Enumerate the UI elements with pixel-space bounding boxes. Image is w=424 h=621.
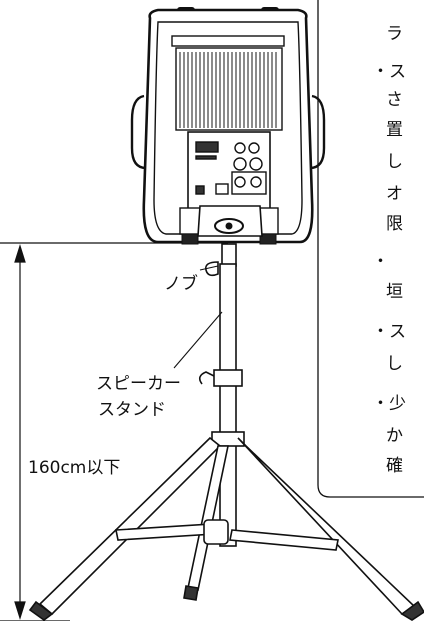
stand-label-line1: スピーカー <box>96 374 181 394</box>
note-line-1: ラ <box>386 24 403 44</box>
note-line-12: ・少 <box>372 394 406 414</box>
stand-knob <box>204 243 237 277</box>
note-line-9: 垣 <box>386 282 403 302</box>
knob-label: ノブ <box>164 274 198 294</box>
notes-callout-frame <box>317 0 424 498</box>
note-line-11: し <box>386 354 403 374</box>
speaker-grille <box>179 52 277 128</box>
note-line-4: 置 <box>386 120 403 140</box>
speaker-connectors <box>195 141 267 195</box>
stand-pole <box>198 263 245 547</box>
note-line-8: ・ <box>372 252 389 272</box>
note-line-7: 限 <box>386 214 403 234</box>
note-line-6: オ <box>386 184 403 204</box>
note-line-13: か <box>386 426 403 446</box>
leader-lines <box>173 265 223 369</box>
stand-label-line2: スタンド <box>98 400 166 420</box>
note-line-10: ・ス <box>372 322 406 342</box>
tripod-legs <box>28 436 424 621</box>
note-line-3: さ <box>386 90 403 110</box>
note-line-5: し <box>386 152 403 172</box>
note-line-2: ・ス <box>372 62 406 82</box>
note-line-14: 確 <box>386 456 403 476</box>
height-limit-label: 160cm以下 <box>28 458 121 478</box>
